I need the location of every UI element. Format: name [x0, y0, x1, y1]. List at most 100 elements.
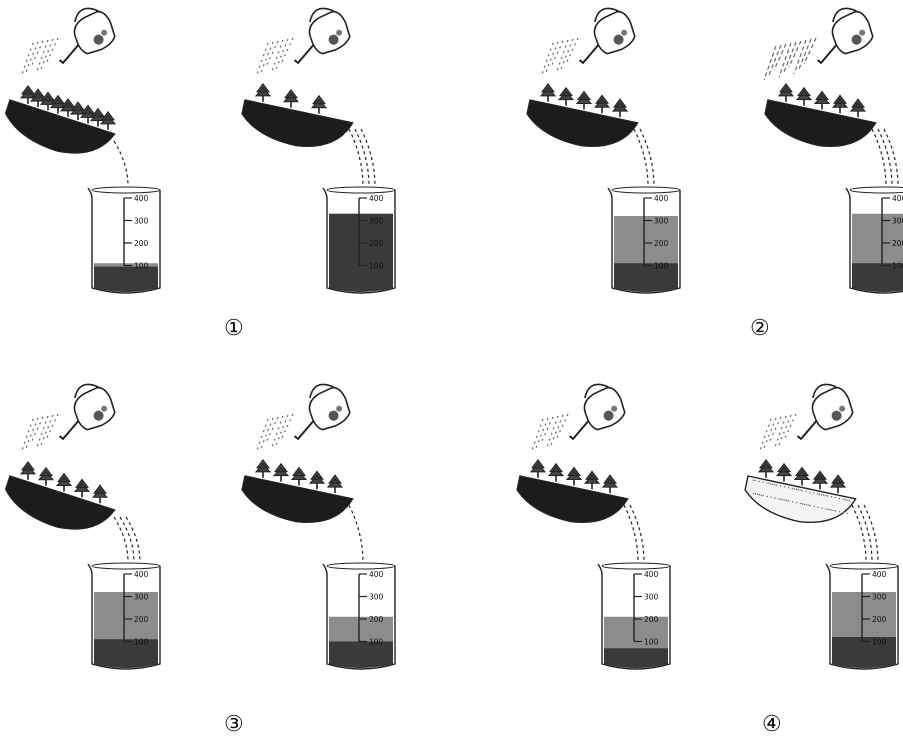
runoff-stream — [114, 517, 128, 562]
experiment-label-1: ① — [224, 318, 244, 340]
rain-drops — [276, 415, 288, 445]
scale-label: 100 — [644, 638, 659, 647]
plant-icon — [613, 99, 627, 117]
scale-label: 200 — [644, 615, 659, 624]
scale-label: 400 — [872, 570, 887, 579]
scale-label: 300 — [892, 217, 903, 226]
scale-label: 400 — [644, 570, 659, 579]
rain-drops — [551, 415, 563, 445]
scale-label: 200 — [892, 239, 903, 248]
plant-icon — [851, 99, 865, 117]
plant-icon — [541, 84, 555, 102]
scale-label: 200 — [369, 615, 384, 624]
plant-icon — [101, 112, 115, 130]
scale-label: 100 — [369, 638, 384, 647]
plant-icon — [57, 474, 71, 492]
scale-label: 400 — [654, 194, 669, 203]
plant-icon — [75, 479, 89, 497]
measuring-beaker: 400300200100 — [608, 187, 680, 293]
measuring-beaker: 400300200100 — [323, 563, 395, 669]
plant-icon — [795, 467, 809, 485]
plant-icon — [567, 467, 581, 485]
scale-label: 300 — [644, 593, 659, 602]
rain-drops — [276, 39, 288, 69]
watering-can-icon — [564, 1, 639, 67]
scale-label: 100 — [892, 262, 903, 271]
scale-label: 100 — [654, 262, 669, 271]
sediment-level — [329, 214, 393, 292]
plant-icon — [328, 475, 342, 493]
scale-label: 100 — [872, 638, 887, 647]
setup-3-2: 400300200100 — [238, 377, 395, 669]
plant-icon — [21, 462, 35, 480]
plant-icon — [577, 91, 591, 109]
watering-can-icon — [279, 1, 354, 67]
plant-icon — [39, 468, 53, 486]
runoff-stream — [126, 517, 140, 562]
sediment-level — [604, 648, 668, 668]
watering-can-icon — [279, 377, 354, 443]
runoff-stream — [120, 517, 134, 562]
sediment-level — [94, 639, 158, 668]
runoff-stream — [852, 505, 866, 562]
scale-label: 100 — [134, 262, 149, 271]
runoff-stream — [349, 129, 363, 186]
rain-drops — [26, 418, 38, 448]
scale-label: 400 — [892, 194, 903, 203]
plant-icon — [274, 464, 288, 482]
scale-label: 100 — [369, 262, 384, 271]
scale-label: 300 — [369, 217, 384, 226]
plant-icon — [284, 90, 298, 108]
runoff-stream — [872, 129, 886, 186]
watering-can-icon — [44, 377, 119, 443]
rain-drops — [561, 39, 573, 69]
rain-drops — [764, 46, 776, 80]
measuring-beaker: 400300200100 — [826, 563, 898, 669]
scale-label: 400 — [134, 194, 149, 203]
scale-label: 100 — [134, 638, 149, 647]
setup-2-2: 400 300 200 100 — [761, 1, 903, 293]
plant-icon — [256, 460, 270, 478]
plant-icon — [585, 471, 599, 489]
rain-drops — [41, 415, 53, 445]
rain-drops — [41, 39, 53, 69]
scale-label: 400 — [369, 570, 384, 579]
measuring-beaker: 400 300 200 100 — [598, 563, 670, 669]
sediment-level — [94, 267, 158, 292]
runoff-stream — [640, 129, 654, 186]
plant-icon — [310, 471, 324, 489]
sediment-level — [329, 642, 393, 669]
scale-label: 300 — [134, 593, 149, 602]
runoff-stream — [630, 505, 644, 562]
runoff-stream — [878, 129, 892, 186]
runoff-stream — [349, 505, 363, 562]
rain-drops — [261, 418, 273, 448]
plant-icon — [797, 88, 811, 106]
plant-icon — [312, 96, 326, 114]
plant-icon — [595, 95, 609, 113]
plant-icon — [833, 95, 847, 113]
experiment-label-3: ③ — [224, 714, 244, 736]
runoff-stream — [355, 129, 369, 186]
runoff-stream — [858, 505, 872, 562]
watering-can-icon — [554, 377, 629, 443]
rain-drops — [779, 415, 791, 445]
watering-can-icon — [44, 1, 119, 67]
plant-icon — [779, 84, 793, 102]
setup-4-1: 400 300 200 100 — [513, 377, 670, 669]
rain-drops — [794, 40, 806, 74]
soil-tray — [238, 100, 353, 156]
watering-can-icon — [782, 377, 857, 443]
scale-label: 200 — [654, 239, 669, 248]
scale-label: 400 — [369, 194, 384, 203]
plant-icon — [831, 475, 845, 493]
rain-drops — [764, 418, 776, 448]
scale-label: 200 — [134, 615, 149, 624]
scale-label: 300 — [134, 217, 149, 226]
